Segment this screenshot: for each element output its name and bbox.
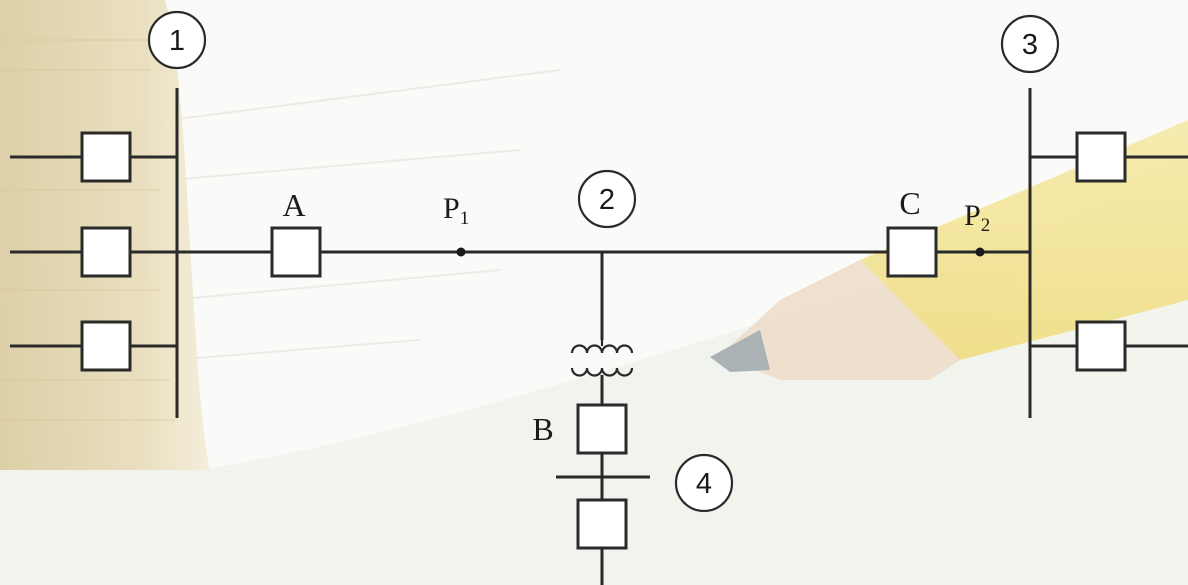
point-p1-base: P	[443, 192, 460, 225]
feeder-breaker	[80, 226, 132, 278]
feeder-breaker	[1075, 320, 1127, 372]
bus-3-circle	[1000, 14, 1060, 74]
point-p2-dot	[975, 247, 985, 257]
breaker-c	[886, 226, 938, 278]
bus-4-breaker	[576, 498, 628, 550]
bus-3-label: 3	[1022, 29, 1038, 61]
point-p2-sub: 2	[981, 215, 991, 236]
bus-3-feeders	[1030, 155, 1188, 348]
feeder-breaker	[80, 320, 132, 372]
breaker-a	[270, 226, 322, 278]
transformer-symbol	[570, 340, 634, 377]
point-p1-sub: 1	[460, 208, 470, 229]
bus-1-circle	[147, 10, 207, 70]
feeder-breaker	[1075, 131, 1127, 183]
breaker-b	[576, 403, 628, 455]
bus-4-label: 4	[696, 468, 712, 500]
breaker-c-label: C	[899, 185, 920, 221]
bus-3-feeder-breakers	[1075, 131, 1127, 372]
bus-1-feeder-breakers	[80, 131, 132, 372]
feeder-breaker	[80, 131, 132, 183]
breaker-a-label: A	[282, 187, 305, 223]
bus-1-feeders	[10, 155, 177, 348]
bus-1-label: 1	[169, 25, 185, 57]
point-p2-base: P	[964, 199, 981, 232]
bus-number-circles	[147, 10, 1060, 513]
labels: 1 2 3 4 A B C P1 P2	[169, 25, 1038, 500]
single-line-diagram	[10, 10, 1188, 585]
bus-2-circle	[577, 169, 637, 229]
book-pages	[150, 0, 1188, 470]
bus-4-circle	[674, 453, 734, 513]
point-p2-label: P2	[964, 199, 990, 236]
bus-2-label: 2	[599, 184, 615, 216]
point-p1-label: P1	[443, 192, 469, 229]
breaker-b-label: B	[532, 411, 553, 447]
point-p1-dot	[456, 247, 466, 257]
